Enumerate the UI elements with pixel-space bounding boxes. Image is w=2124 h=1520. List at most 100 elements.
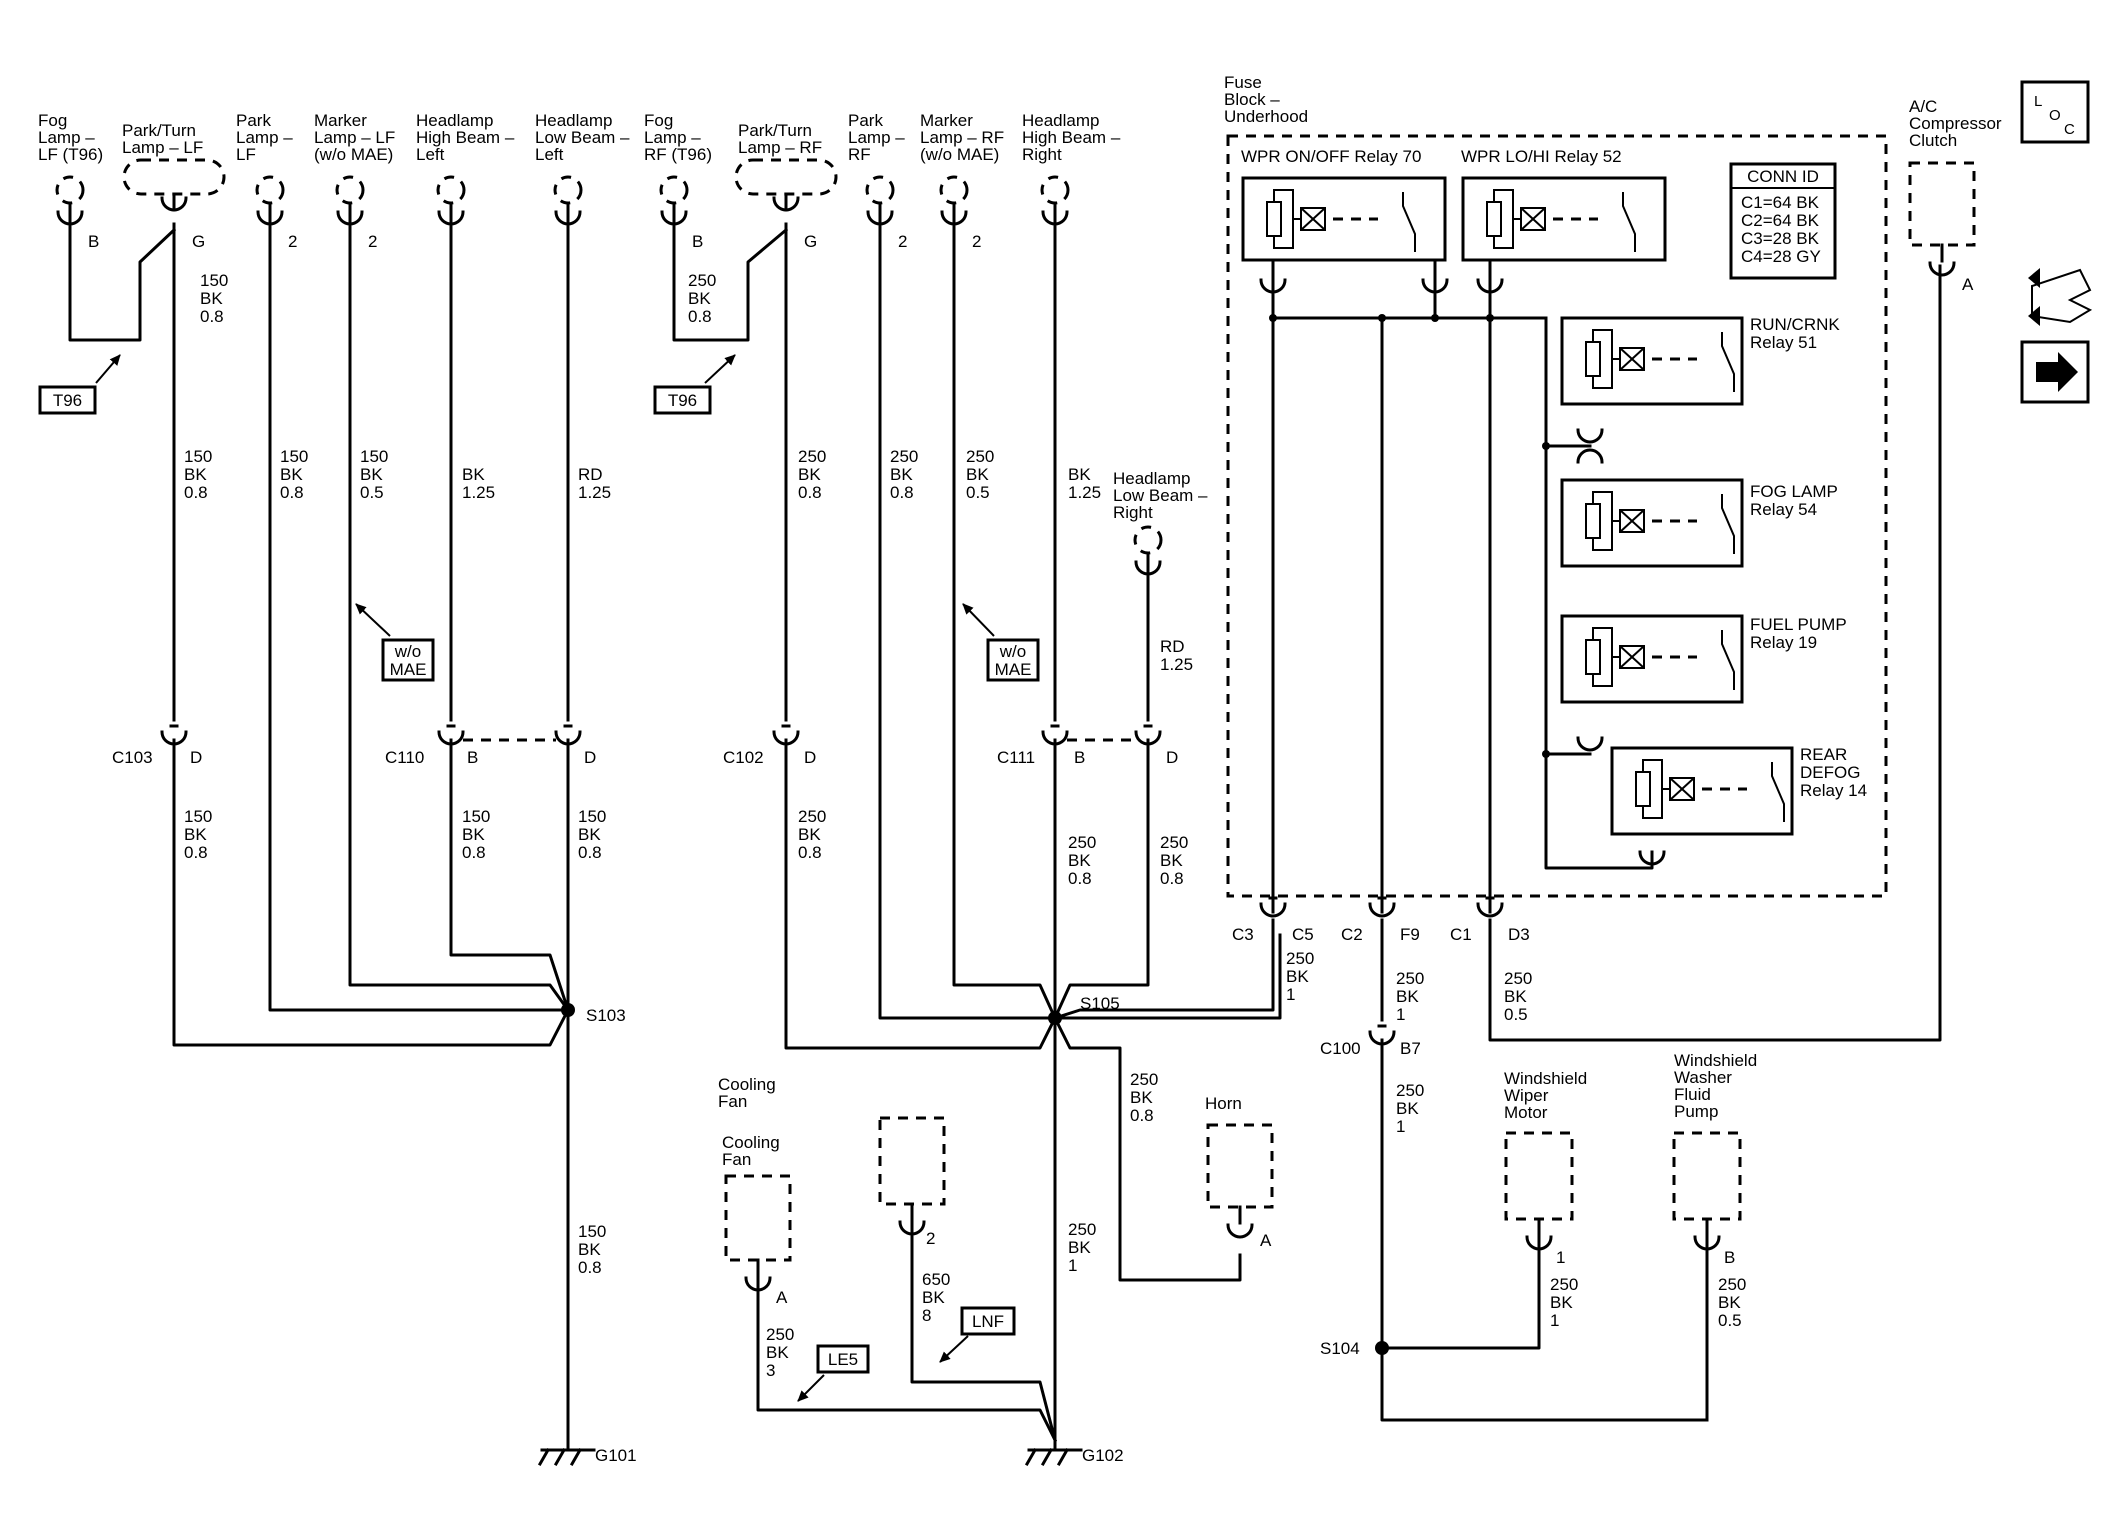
park-lamp-lf [255,175,285,226]
pin-park-turn-rf: G [804,232,817,251]
relay-fuel-pump-box [1560,614,1744,704]
ac-compressor-clutch-socket [1928,261,1956,277]
park-lamp-rf-label: Lamp – [848,128,905,147]
windshield-wiper-motor-body [1504,1131,1574,1221]
park-lamp-lf-label: LF [236,145,256,164]
wire-label-c102-out: 0.8 [798,843,822,862]
relay-fog-lamp-switch [1721,494,1735,554]
relay-fuel-pump-coil-x2 [1619,645,1645,669]
relay-fog-lamp [1560,478,1744,568]
relay-run-crnk-box [1560,316,1744,406]
connector-c2-id: C2 [1341,925,1363,944]
wire-c102-out [784,738,1058,1050]
cooling-fan-1-body [724,1174,792,1262]
relay-fuel-pump-label: FUEL PUMP [1750,615,1847,634]
wire-label-horn: 250 [1130,1070,1158,1089]
option-wo-mae-left-label: MAE [390,660,427,679]
wire-b7-to-s104 [1380,1038,1708,1422]
cooling-fan-1-label: Cooling [722,1133,780,1152]
park-lamp-rf-label: RF [848,145,871,164]
park-turn-lamp-rf-label: Park/Turn [738,121,812,140]
wire-label-c111d-out: 0.8 [1160,869,1184,888]
wire-label-hl-low-right: RD [1160,637,1185,656]
option-t96-right: T96 [653,354,736,415]
rear-defog-socket [1638,850,1666,866]
windshield-washer-pump-body [1672,1131,1742,1221]
windshield-wiper-motor-label: Motor [1504,1103,1548,1122]
option-wo-mae-left-box [381,638,435,682]
relay-wpr-onoff-label: WPR ON/OFF Relay 70 [1241,147,1421,166]
wire-label-wiper: BK [1550,1293,1573,1312]
relay-wpr-lohi-coil-wire-a [1493,189,1521,220]
pin-marker-rf: 2 [972,232,981,251]
option-wo-mae-right-label: w/o [999,642,1026,661]
relay-run-crnk-coil-x2 [1619,347,1645,371]
wire-label-park-turn-lf: BK [184,465,207,484]
wire-label-washer: 0.5 [1718,1311,1742,1330]
wire-label-fog-rf: BK [688,289,711,308]
horn-body [1206,1123,1274,1209]
option-wo-mae-left-label: w/o [394,642,421,661]
option-lnf: LNF [939,1306,1016,1363]
relay-fog-lamp-label: Relay 54 [1750,500,1817,519]
wire-label-fan-2: BK [922,1288,945,1307]
pin-fog-lf: B [88,232,99,251]
wire-label-washer: BK [1718,1293,1741,1312]
headlamp-high-beam-left-label: High Beam – [416,128,515,147]
park-turn-lamp-lf [122,158,226,212]
headlamp-high-beam-right-bulb [1040,175,1070,205]
option-lnf-box [960,1306,1016,1336]
headlamp-high-beam-left [436,175,466,226]
ground-g102-hatch-2 [1056,1447,1070,1467]
relay-wpr-lohi-coil-wire-b [1493,219,1514,249]
wire-marker-rf [952,222,1057,1020]
conn-id-title: CONN ID [1747,167,1819,186]
fuse-block-underhood-label: Underhood [1224,107,1308,126]
relay-run-crnk-coil-wire-a [1592,329,1620,360]
wire-park-lf [268,222,570,1012]
wire-label-fog-lf: 150 [200,271,228,290]
option-t96-left-arrow [95,354,121,384]
splice-s103-label: S103 [586,1006,626,1025]
wire-label-hl-low-left: RD [578,465,603,484]
wire-label-g102: 250 [1068,1220,1096,1239]
headlamp-low-beam-right [1133,525,1163,576]
wire-label-fan-2: 8 [922,1306,931,1325]
wire-label-c111b-out: BK [1068,851,1091,870]
bus-junction-3 [1486,314,1494,322]
cooling-fan-2-body [878,1116,946,1206]
conn-id-box [1729,162,1837,280]
wire-label-c111d-out: 250 [1160,833,1188,852]
horn [1206,1123,1274,1239]
cooling-fan-1-label: Fan [722,1150,751,1169]
ground-g102 [1024,1447,1083,1467]
wire-label-hl-low-right: 1.25 [1160,655,1193,674]
wire-c103-out [172,738,571,1047]
wire-label-g101: BK [578,1240,601,1259]
marker-lamp-lf-bulb [335,175,365,205]
fuse-block-underhood-label: Block – [1224,90,1280,109]
connector-c2-f9-cup [1368,902,1396,918]
relay-run-crnk-label: RUN/CRNK [1750,315,1840,334]
wire-label-c110b-out: BK [462,825,485,844]
headlamp-high-beam-right-label: Right [1022,145,1062,164]
wire-label-b7: 1 [1396,1117,1405,1136]
connector-c3-c5 [1259,896,1287,918]
option-le5-arrow [797,1374,825,1402]
ac-compressor-clutch [1908,161,1976,277]
headlamp-low-beam-left-label: Left [535,145,564,164]
fog-lamp-lf-bulb [55,175,85,205]
fog-lamp-socket [1576,448,1604,464]
option-wo-mae-right-label: MAE [995,660,1032,679]
wire-cooling-fan-2 [910,1220,1057,1442]
windshield-washer-pump-label: Washer [1674,1068,1732,1087]
pin-cooling-fan-2: 2 [926,1229,935,1248]
wire-fog-lf [68,222,177,342]
relay-fog-lamp-label: FOG LAMP [1750,482,1838,501]
fog-lamp-lf [55,175,85,226]
relay-rear-defog-label: REAR [1800,745,1847,764]
conn-id-row: C4=28 GY [1741,247,1821,266]
option-le5-box [816,1344,870,1374]
wire-label-park-rf: 250 [890,447,918,466]
